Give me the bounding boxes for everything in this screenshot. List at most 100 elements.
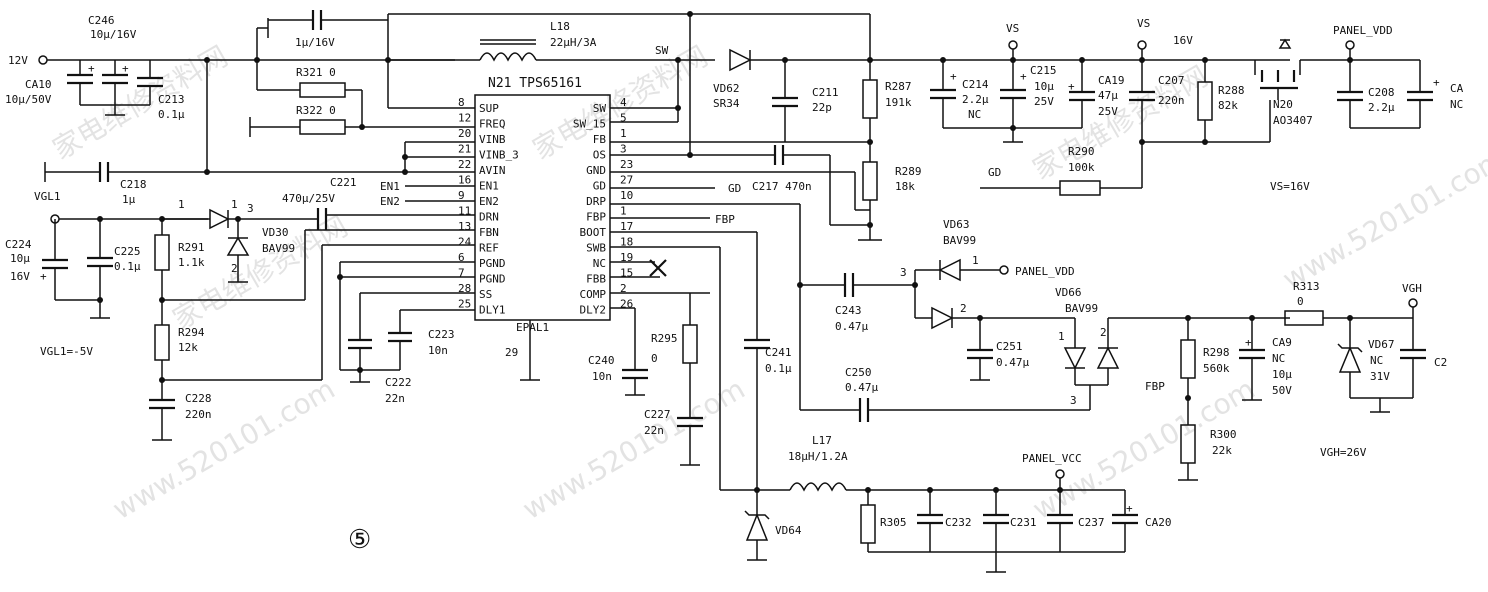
label-c213: C213 bbox=[158, 93, 185, 106]
ic-pin-number: 12 bbox=[458, 112, 471, 125]
label-vd67: VD67 bbox=[1368, 338, 1395, 351]
label-c215: C215 bbox=[1030, 64, 1057, 77]
label-panel-vcc: PANEL_VCC bbox=[1022, 452, 1082, 465]
label-vgl1: VGL1 bbox=[34, 190, 61, 203]
label-c217: C217 470n bbox=[752, 180, 812, 193]
ic-pin-name: GND bbox=[586, 164, 606, 177]
label-sw: SW bbox=[655, 44, 669, 57]
ic-pin-name: NC bbox=[593, 257, 606, 270]
watermark-url: www.520101.com bbox=[1277, 142, 1488, 296]
label-gd2: GD bbox=[988, 166, 1001, 179]
label-en2: EN2 bbox=[380, 195, 400, 208]
label-vgl-eq: VGL1=-5V bbox=[40, 345, 93, 358]
label-c215-val2: 25V bbox=[1034, 95, 1054, 108]
watermark-url: www.520101.com bbox=[107, 372, 341, 526]
label-c231: C231 bbox=[1010, 516, 1037, 529]
label-c224: C224 bbox=[5, 238, 32, 251]
label-vd63: VD63 bbox=[943, 218, 970, 231]
label-r295: R295 bbox=[651, 332, 678, 345]
label-c241: C241 bbox=[765, 346, 792, 359]
label-r288-val: 82k bbox=[1218, 99, 1238, 112]
ic-pin-number: 18 bbox=[620, 236, 633, 249]
label-r300: R300 bbox=[1210, 428, 1237, 441]
label-c224-val1: 10μ bbox=[10, 252, 30, 265]
label-vd66: VD66 bbox=[1055, 286, 1082, 299]
ic-pin-number: 3 bbox=[620, 143, 627, 156]
ic-pin-number: 25 bbox=[458, 298, 471, 311]
label-ca9: CA9 bbox=[1272, 336, 1292, 349]
label-c214-val2: NC bbox=[968, 108, 981, 121]
ic-pin-number: 2 bbox=[620, 282, 627, 295]
label-r298: R298 bbox=[1203, 346, 1230, 359]
ic-pin-name: FBN bbox=[479, 226, 499, 239]
label-ca19-val2: 25V bbox=[1098, 105, 1118, 118]
svg-text:+: + bbox=[40, 270, 47, 283]
ic-pin-number: 19 bbox=[620, 251, 633, 264]
label-c240: C240 bbox=[588, 354, 615, 367]
ic-pin-name: PGND bbox=[479, 273, 506, 286]
label-c243: C243 bbox=[835, 304, 862, 317]
label-c211: C211 bbox=[812, 86, 839, 99]
label-r294: R294 bbox=[178, 326, 205, 339]
label-cap-top: 1μ/16V bbox=[295, 36, 335, 49]
label-r291-val: 1.1k bbox=[178, 256, 205, 269]
label-r287-val: 191k bbox=[885, 96, 912, 109]
ic-pin-name: FB bbox=[593, 133, 607, 146]
terminal-vs2 bbox=[1137, 40, 1147, 50]
label-vd66-p2: 2 bbox=[960, 302, 967, 315]
ic-pin-number: 9 bbox=[458, 189, 465, 202]
label-nc: NC bbox=[1450, 98, 1463, 111]
ic-pin-number: 16 bbox=[458, 174, 471, 187]
label-r305: R305 bbox=[880, 516, 907, 529]
ic-pin-number: 13 bbox=[458, 220, 471, 233]
label-ca19: CA19 bbox=[1098, 74, 1125, 87]
label-vd30-p3: 3 bbox=[247, 202, 254, 215]
label-ca19-val1: 47μ bbox=[1098, 89, 1118, 102]
label-c213-val: 0.1μ bbox=[158, 108, 185, 121]
ic-pin-name: SWB bbox=[586, 242, 606, 255]
label-l17-val: 18μH/1.2A bbox=[788, 450, 848, 463]
label-c251-val: 0.47μ bbox=[996, 356, 1029, 369]
ic-pin-number: 20 bbox=[458, 127, 471, 140]
label-vgh: VGH bbox=[1402, 282, 1422, 295]
ic-right-pins: 4SW5SW_151FB3OS23GND27GD10DRP1FBP17BOOT1… bbox=[573, 96, 633, 317]
label-c250-val: 0.47μ bbox=[845, 381, 878, 394]
label-ca9-val2: 10μ bbox=[1272, 368, 1292, 381]
label-r291: R291 bbox=[178, 241, 205, 254]
svg-text:+: + bbox=[950, 70, 957, 83]
label-c218-val: 1μ bbox=[122, 193, 136, 206]
label-c2: C2 bbox=[1434, 356, 1447, 369]
label-c223: C223 bbox=[428, 328, 455, 341]
label-r288: R288 bbox=[1218, 84, 1245, 97]
boost-section: L18 22μH/3A SW VD62 SR34 C211 22p R287 bbox=[388, 11, 1290, 410]
watermark: www.520101.com www.520101.com www.520101… bbox=[47, 39, 1488, 526]
label-c228-val: 220n bbox=[185, 408, 212, 421]
label-c222-val: 22n bbox=[385, 392, 405, 405]
ic-pin-name: EN2 bbox=[479, 195, 499, 208]
svg-text:+: + bbox=[122, 62, 129, 75]
label-c224-val2: 16V bbox=[10, 270, 30, 283]
label-n20: N20 bbox=[1273, 98, 1293, 111]
svg-text:+: + bbox=[1433, 76, 1440, 89]
ic-body bbox=[474, 94, 611, 321]
vs-output: VS VS 16V + C214 2.2μ NC + C215 10μ 25V … bbox=[930, 17, 1464, 196]
ic-pin-number: 4 bbox=[620, 96, 627, 109]
svg-text:+: + bbox=[1126, 502, 1133, 515]
input-section: 12V C246 10μ/16V + + CA10 10μ/50V C213 0… bbox=[5, 10, 475, 208]
label-c208-val: 2.2μ bbox=[1368, 101, 1395, 114]
label-ca20: CA20 bbox=[1145, 516, 1172, 529]
ic-pin-name: SW bbox=[593, 102, 607, 115]
ic-pin-number: 23 bbox=[620, 158, 633, 171]
ic-pin-name: COMP bbox=[580, 288, 607, 301]
svg-text:+: + bbox=[1245, 336, 1252, 349]
label-vgh-eq: VGH=26V bbox=[1320, 446, 1367, 459]
label-gd: GD bbox=[728, 182, 741, 195]
label-c225-val: 0.1μ bbox=[114, 260, 141, 273]
ic-pin-name: VINB bbox=[479, 133, 506, 146]
ic-pin-name: FBP bbox=[586, 211, 606, 224]
ic-pin-name: OS bbox=[593, 149, 606, 162]
ic-pin-name: DRP bbox=[586, 195, 606, 208]
ic-pin-name: PGND bbox=[479, 257, 506, 270]
label-c228: C228 bbox=[185, 392, 212, 405]
